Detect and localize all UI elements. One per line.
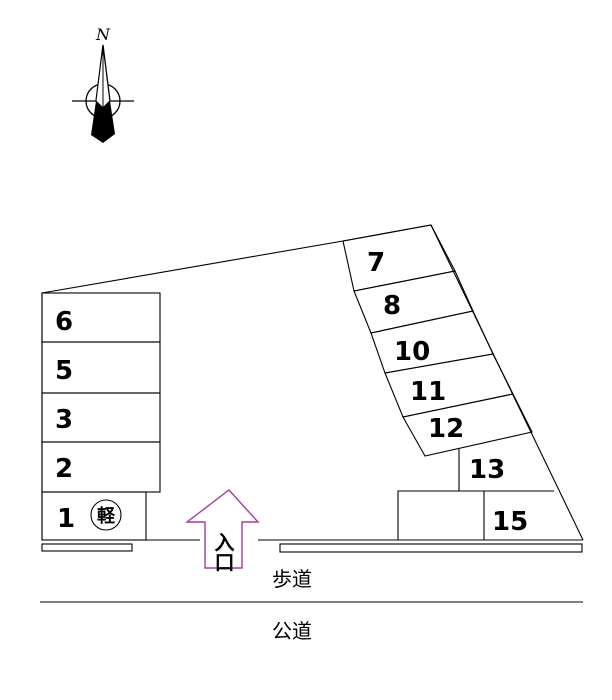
slot-12-label: 12 (428, 414, 464, 444)
slot-2-label: 2 (55, 454, 73, 484)
entrance-label: 入口 (211, 532, 235, 572)
slot-11-label: 11 (410, 377, 446, 407)
slot-labels: 6 5 3 2 1 軽 7 8 10 11 12 13 15 (55, 248, 528, 537)
kei-car-label: 軽 (97, 505, 116, 527)
lot-outline (41, 224, 584, 541)
slot-10-label: 10 (394, 337, 430, 367)
public-road-label: 公道 (272, 619, 312, 643)
slot-1-box (41, 491, 147, 541)
slot-12-box (402, 393, 533, 457)
north-compass-icon: N (72, 25, 134, 143)
slot-3-label: 3 (55, 405, 73, 435)
left-slot-column (41, 292, 161, 541)
slot-15-label: 15 (492, 507, 528, 537)
north-label: N (95, 25, 111, 44)
slot-6-label: 6 (55, 307, 73, 337)
entrance-arrow-icon: 入口 (184, 489, 260, 572)
slot-14-box (397, 490, 459, 540)
slot-5-label: 5 (55, 356, 73, 386)
slot-8-label: 8 (383, 291, 401, 321)
curb-left (41, 543, 133, 552)
sidewalk-label: 歩道 (272, 567, 312, 591)
curb-right (279, 543, 583, 553)
slot-7-box (342, 224, 456, 292)
slot-7-label: 7 (367, 248, 385, 278)
slot-13-label: 13 (469, 455, 505, 485)
right-slot-column (342, 224, 554, 540)
slot-1-label: 1 (57, 504, 75, 534)
kei-car-badge-circle (90, 499, 122, 531)
